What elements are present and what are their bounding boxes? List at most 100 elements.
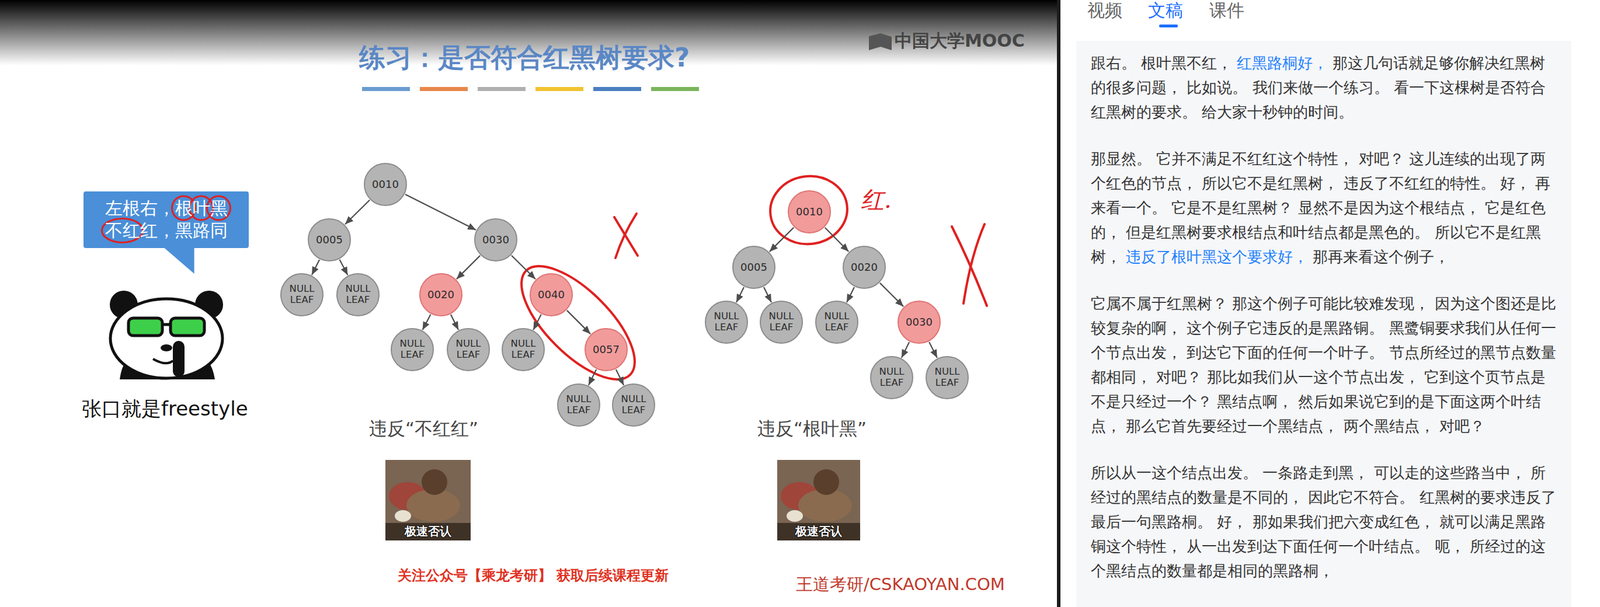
- panda-mouth: [152, 359, 173, 364]
- node-label: 0057: [592, 343, 620, 357]
- node-label: 0005: [740, 261, 768, 274]
- hand-cross: [615, 213, 637, 259]
- tab: 课件: [1209, 0, 1245, 22]
- red-tree-node: 0020: [418, 272, 464, 318]
- node-circle: [732, 246, 775, 289]
- node-text-wrap: 0020: [418, 272, 464, 318]
- node-text-wrap: NULL LEAF: [335, 272, 381, 318]
- tree-caption: 违反“不红红”: [369, 418, 479, 440]
- black-tree-node: NULL LEAF: [446, 327, 491, 372]
- tree-edge: [901, 342, 910, 358]
- black-tree-node: NULL LEAF: [924, 355, 970, 400]
- red-tree-node: 0040: [529, 272, 574, 318]
- node-label: NULL LEAF: [341, 283, 375, 306]
- black-tree-node: NULL LEAF: [390, 327, 435, 372]
- red-tree-node: 0010: [787, 189, 832, 235]
- footer-note: 关注公众号【乘龙考研】 获取后续课程更新: [397, 567, 669, 585]
- tree-edge: [511, 255, 536, 280]
- black-tree-node: 0030: [473, 217, 518, 263]
- hand-circle: [503, 248, 653, 398]
- tree-edge: [736, 287, 744, 303]
- node-circle: [788, 190, 831, 233]
- node-label: 0030: [905, 316, 933, 329]
- transcript-paragraph: 它属不属于红黑树？ 那这个例子可能比较难发现， 因为这个图还是比较复杂的啊， 这…: [1090, 291, 1558, 439]
- color-bar: [477, 87, 526, 92]
- node-text-wrap: NULL LEAF: [704, 300, 749, 345]
- node-label: NULL LEAF: [874, 366, 909, 389]
- tree-edge: [846, 287, 855, 303]
- tree-edge: [616, 369, 624, 386]
- transcript-text: 所以从一这个结点出发。 一条路走到黑， 可以走的这些路当中， 所经过的黑结点的数…: [1090, 464, 1557, 580]
- meme-picture: [777, 460, 861, 541]
- node-circle: [280, 273, 323, 316]
- node-circle: [447, 328, 490, 371]
- node-text-wrap: 0010: [363, 162, 408, 207]
- transcript-paragraph: 跟右。 根叶黑不红，红黑路桐好，那这几句话就足够你解决红黑树的很多问题， 比如说…: [1090, 50, 1558, 125]
- node-circle: [308, 218, 351, 262]
- hand-circle: [766, 171, 852, 249]
- black-tree-node: 0010: [363, 162, 408, 207]
- node-text-wrap: NULL LEAF: [924, 355, 970, 400]
- color-bar: [419, 87, 468, 92]
- transcript-paragraph: 那显然。 它并不满足不红红这个特性， 对吧？ 这儿连续的出现了两个红色的节点， …: [1090, 146, 1558, 270]
- panda-finger: [172, 341, 185, 378]
- tree-edge: [763, 287, 772, 303]
- black-tree-node: NULL LEAF: [704, 300, 749, 345]
- black-tree-node: NULL LEAF: [501, 327, 546, 372]
- transcript-text: 跟右。 根叶黑不红，: [1090, 54, 1233, 72]
- node-circle: [364, 163, 407, 206]
- node-circle: [336, 273, 379, 316]
- node-text-wrap: 0005: [307, 217, 352, 263]
- panda-head: [110, 298, 223, 379]
- node-label: NULL LEAF: [395, 338, 430, 361]
- mascot-caption: 张口就是freestyle: [81, 397, 249, 422]
- tree-edge: [769, 227, 794, 252]
- tree-edge: [456, 255, 480, 280]
- node-label: 0030: [482, 234, 510, 247]
- node-circle: [419, 273, 462, 316]
- node-label: NULL LEAF: [764, 311, 799, 334]
- node-label: 0020: [850, 261, 878, 274]
- node-label: 0020: [427, 289, 455, 302]
- meme-picture: [385, 523, 471, 541]
- node-circle: [474, 218, 517, 262]
- color-bar: [651, 87, 699, 92]
- node-label: NULL LEAF: [284, 283, 319, 306]
- node-circle: [530, 273, 573, 316]
- node-circle: [705, 301, 748, 344]
- node-circle: [760, 301, 803, 344]
- watermark: 王道考研/CSKAOYAN.COM: [795, 574, 1005, 596]
- handwritten-marks: [503, 171, 987, 398]
- black-tree-node: NULL LEAF: [611, 383, 656, 428]
- tab-underline: [1159, 24, 1178, 28]
- node-label: NULL LEAF: [561, 394, 596, 417]
- node-text-wrap: 0057: [583, 327, 629, 372]
- meme-caption: 极速否认: [385, 524, 471, 539]
- callout-bubble: 左根右，根叶黑 不红红，黑路同: [83, 191, 249, 249]
- color-bar: [593, 87, 642, 92]
- node-text-wrap: NULL LEAF: [869, 355, 914, 400]
- node-text-wrap: 0040: [529, 272, 574, 318]
- meme-picture: [777, 460, 861, 541]
- meme-picture: [385, 460, 471, 541]
- red-tree-node: 0030: [896, 300, 942, 345]
- node-circle: [502, 328, 545, 371]
- tree-edge: [588, 369, 597, 386]
- meme-picture: [777, 523, 861, 541]
- black-tree-node: NULL LEAF: [335, 272, 381, 318]
- meme-picture: [421, 469, 448, 496]
- tree-edge: [825, 227, 850, 252]
- node-circle: [815, 301, 858, 344]
- meme-picture: [813, 469, 840, 496]
- slide-edge: [1056, 0, 1061, 607]
- tree-edge: [422, 314, 431, 331]
- highlighted-sentence: 红黑路桐好，: [1236, 54, 1328, 72]
- black-tree-node: NULL LEAF: [279, 272, 325, 318]
- transcript-paragraph: 所以从一这个结点出发。 一条路走到黑， 可以走的这些路当中， 所经过的黑结点的数…: [1090, 460, 1558, 584]
- tree-edge: [405, 194, 476, 231]
- node-circle: [557, 384, 600, 427]
- handwritten-note: 红.: [860, 185, 892, 214]
- black-tree-node: 0020: [842, 245, 887, 290]
- black-tree-node: NULL LEAF: [814, 300, 859, 345]
